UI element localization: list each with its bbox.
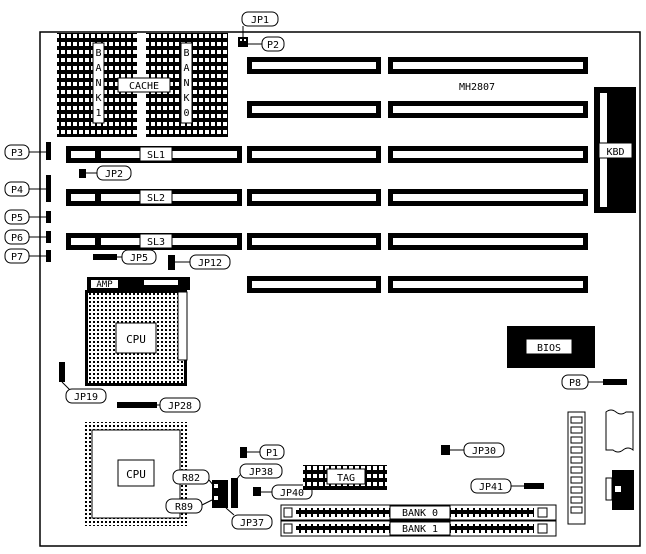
svg-text:K: K [95, 93, 101, 104]
jp12-callout-box [189, 254, 231, 270]
bank1-vertical-label: B [95, 48, 101, 59]
p5-connector [46, 211, 51, 223]
jp40-label: JP40 [280, 488, 304, 499]
model-label: MH2807 [459, 82, 495, 93]
tag-label-box [326, 468, 366, 485]
jp5-callout-box [121, 249, 157, 265]
cache-label: CACHE [129, 81, 159, 92]
cpu-chip-label: CPU [126, 468, 146, 481]
p7-connector [46, 250, 51, 262]
svg-text:A: A [183, 63, 189, 74]
r82-label: R82 [182, 473, 200, 484]
jp37-callout-box [231, 514, 273, 530]
jp19-jumper [59, 362, 65, 382]
sl1-slot: SL1 [66, 146, 242, 163]
jp19-callout-box [65, 388, 107, 404]
p4-connector [46, 175, 51, 202]
amp-label: AMP [96, 280, 113, 290]
jp40-callout-box [271, 484, 313, 500]
jp19-label: JP19 [74, 392, 98, 403]
battery-icon [605, 409, 634, 453]
bios-label: BIOS [537, 343, 561, 354]
p6-label: P6 [11, 233, 23, 244]
kbd-label-box [598, 142, 633, 159]
cpu-socket: AMP CPU [85, 277, 190, 386]
jp30-callout-box [463, 442, 505, 458]
sl2-slot: SL2 [66, 189, 242, 206]
jp2-jumper [79, 169, 86, 178]
jp40-jumper [253, 487, 261, 496]
bank1-label: BANK 1 [402, 524, 438, 535]
r89-callout-box [165, 498, 203, 514]
bank0-slot: BANK 0 [280, 504, 557, 521]
jp28-callout-box [159, 397, 201, 413]
svg-text:N: N [95, 78, 101, 89]
jp37-label: JP37 [240, 518, 264, 529]
p6-connector [46, 231, 51, 243]
svg-text:1: 1 [95, 108, 101, 119]
jp28-label: JP28 [168, 401, 192, 412]
bank1-slot: BANK 1 [280, 520, 557, 537]
kbd-label: KBD [606, 147, 624, 158]
p7-label: P7 [11, 252, 23, 263]
p2-callout-box [261, 36, 285, 52]
jp38-label: JP38 [249, 467, 273, 478]
sl1-label: SL1 [147, 150, 165, 161]
r82-callout-box [172, 469, 210, 485]
bank0-vertical-label: B [183, 48, 189, 59]
cache-label-box [117, 77, 171, 93]
cpu-socket-label: CPU [126, 333, 146, 346]
p8-connector [603, 379, 627, 385]
p4-label: P4 [11, 185, 23, 196]
power-connector [567, 411, 586, 525]
port-bracket [605, 477, 613, 501]
rear-port-connector [612, 470, 634, 510]
p1-label: P1 [266, 448, 278, 459]
jp12-label: JP12 [198, 258, 222, 269]
expansion-slots-middle [247, 57, 381, 293]
jp1-jumper [238, 37, 248, 47]
tag-label: TAG [337, 473, 355, 484]
jp12-jumper [168, 255, 175, 270]
sl3-label: SL3 [147, 237, 165, 248]
jp2-label: JP2 [105, 169, 123, 180]
expansion-slots-right [388, 57, 588, 293]
jp30-label: JP30 [472, 446, 496, 457]
jp41-label: JP41 [479, 482, 503, 493]
jp28-jumper [117, 402, 157, 408]
svg-text:0: 0 [183, 108, 189, 119]
jp41-jumper [524, 483, 544, 489]
jp5-jumper [93, 254, 117, 260]
r89-label: R89 [175, 502, 193, 513]
jp38-callout-box [239, 463, 283, 479]
sl3-slot: SL3 [66, 233, 242, 250]
p3-label: P3 [11, 148, 23, 159]
jp2-callout-box [96, 165, 132, 181]
jp38-jumper [231, 478, 238, 508]
p2-label: P2 [267, 40, 279, 51]
bios-label-box [525, 338, 573, 355]
jp1-callout-box [241, 11, 279, 27]
svg-text:N: N [183, 78, 189, 89]
p1-callout-box [259, 444, 285, 460]
svg-text:A: A [95, 63, 101, 74]
p3-connector [46, 142, 51, 160]
svg-text:K: K [183, 93, 189, 104]
jp1-label: JP1 [251, 15, 269, 26]
sl2-label: SL2 [147, 193, 165, 204]
p1-connector [240, 447, 247, 458]
jp30-jumper [441, 445, 450, 455]
p8-label: P8 [569, 378, 581, 389]
p5-label: P5 [11, 213, 23, 224]
bank0-label: BANK 0 [402, 508, 438, 519]
jp5-label: JP5 [130, 253, 148, 264]
